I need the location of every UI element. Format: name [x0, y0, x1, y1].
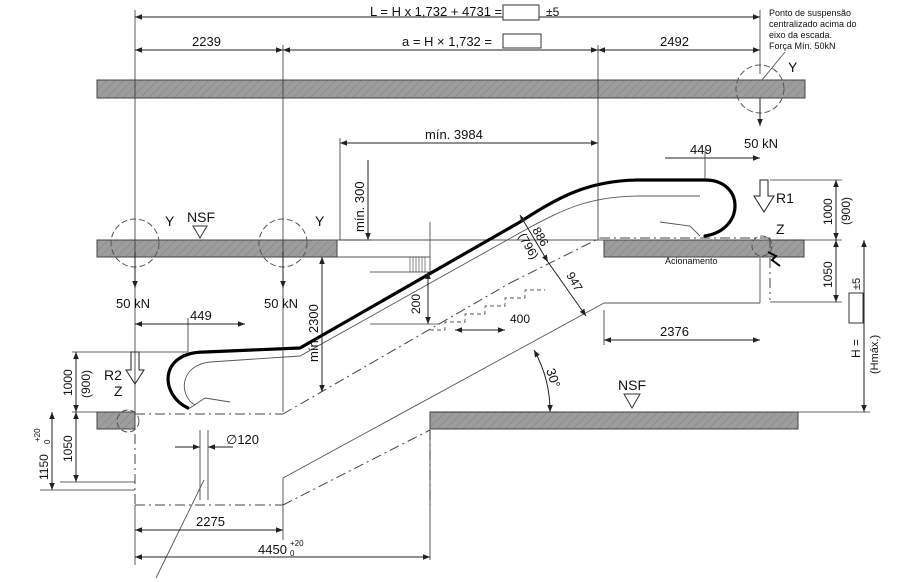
dim-449-left: 449 [190, 308, 212, 323]
nsf-marker-upper [192, 225, 208, 239]
dim-min-3984: mín. 3984 [425, 127, 483, 142]
upper-landing-comb [409, 257, 426, 272]
step-detail [370, 271, 545, 333]
dim-min-2300: mín. 2300 [306, 304, 321, 362]
y-label-left: Y [165, 213, 175, 229]
load-50kn-mid: 50 kN [264, 296, 298, 311]
nsf-marker-lower [623, 393, 641, 410]
hmax-label: (Hmáx.) [869, 335, 881, 374]
svg-text:Força Mín. 50kN: Força Mín. 50kN [769, 41, 836, 51]
y-label-mid: Y [315, 213, 325, 229]
dim-min-300: mín. 300 [352, 181, 367, 232]
z-label-bottom: Z [114, 383, 123, 399]
r2-label: R2 [104, 367, 122, 383]
dim-400: 400 [510, 312, 530, 326]
dim-1150: 1150 [37, 454, 51, 480]
drive-symbol [767, 251, 781, 267]
dim-4450-tol-dn: 0 [290, 549, 295, 558]
load-50kn-top: 50 kN [744, 136, 778, 151]
r1-arrow [753, 179, 775, 213]
suspension-note: Ponto de suspensão centralizado acima do… [769, 8, 857, 51]
r2-arrow [125, 351, 145, 385]
load-50kn-left: 50 kN [116, 296, 150, 311]
ceiling-slab [96, 79, 806, 99]
tol-5-right: ±5 [851, 278, 863, 290]
drive-label: Acionamento [665, 256, 718, 266]
dim-4450-tol-up: +20 [290, 539, 304, 548]
nsf-label-lower: NSF [618, 377, 646, 393]
handrail [166, 178, 737, 410]
svg-text:Ponto de suspensão: Ponto de suspensão [769, 8, 851, 18]
dim-1150-tol-dn: 0 [43, 439, 52, 444]
dim-947: 947 [563, 270, 585, 295]
dim-2275: 2275 [196, 514, 225, 529]
dim-449-top: 449 [690, 142, 712, 157]
a-formula: a = H × 1,732 = [402, 34, 492, 49]
dim-2239: 2239 [192, 34, 221, 49]
a-value-box [502, 33, 542, 49]
svg-text:centralizado acima do: centralizado acima do [769, 19, 857, 29]
z-label-top: Z [776, 221, 785, 237]
svg-text:eixo da escada.: eixo da escada. [769, 30, 832, 40]
upper-floor-slab-right [603, 239, 805, 258]
lower-floor-slab-right [429, 411, 799, 430]
dim-200: 200 [409, 294, 423, 314]
dim-900-right: (900) [839, 197, 853, 225]
h-label: H = [849, 339, 863, 358]
h-value-box [848, 292, 864, 324]
length-value-box [502, 4, 540, 21]
dim-900-left: (900) [79, 370, 93, 398]
dim-2376: 2376 [660, 324, 689, 339]
dim-2492: 2492 [660, 34, 689, 49]
upper-floor-slab-left [96, 239, 338, 258]
lower-floor-slab-left [96, 411, 136, 430]
dim-4450: 4450 [258, 542, 287, 557]
y-label-top: Y [788, 59, 798, 75]
dim-1050-right: 1050 [821, 261, 835, 288]
truss-outline [134, 237, 771, 506]
diameter-120: ∅120 [226, 432, 259, 447]
angle-30: 30° [543, 366, 563, 389]
length-tolerance: ±5 [546, 5, 560, 19]
dim-1150-tol-up: +20 [33, 428, 42, 442]
dim-1000-left: 1000 [61, 369, 75, 396]
r1-label: R1 [776, 190, 794, 206]
nsf-label-upper: NSF [187, 209, 215, 225]
dim-1000-right: 1000 [821, 198, 835, 225]
length-formula: L = H x 1,732 + 4731 = [370, 4, 502, 19]
dim-1050-left: 1050 [61, 435, 75, 462]
